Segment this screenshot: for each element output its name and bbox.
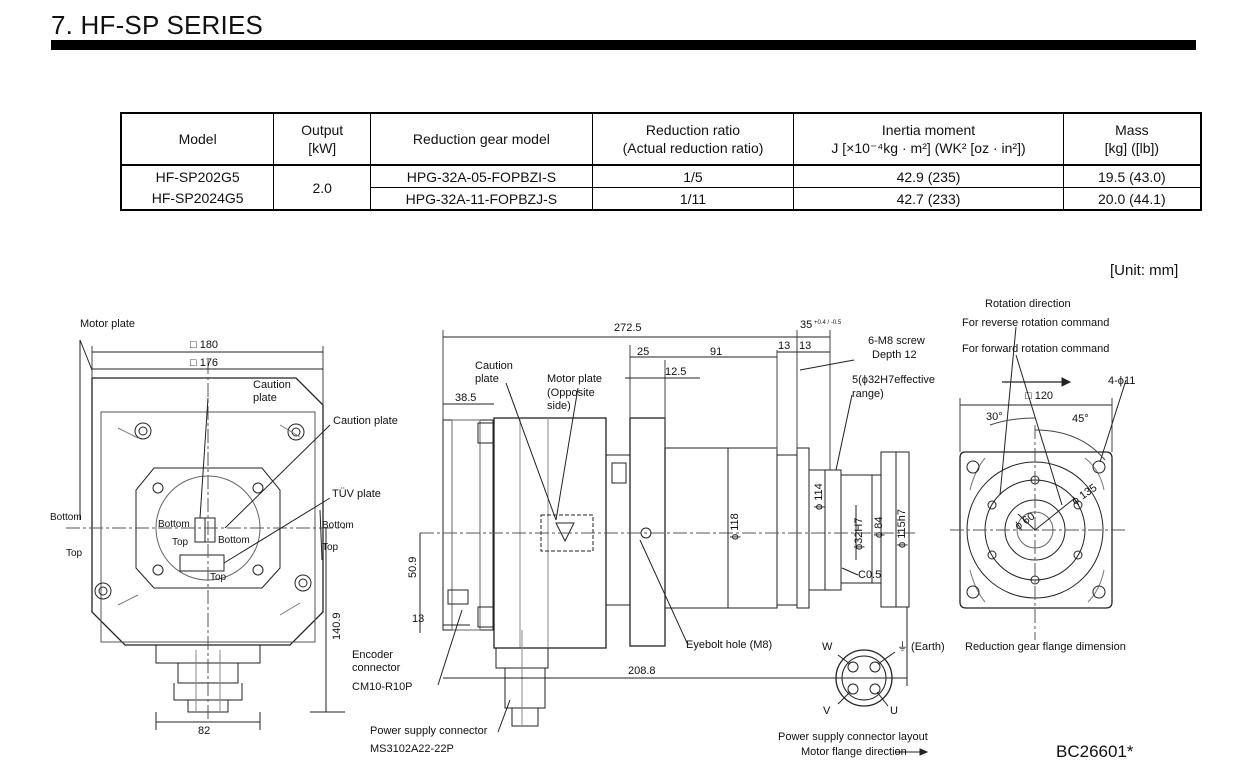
terminal-w: W — [822, 641, 833, 653]
caution-plate-label: Caution — [253, 379, 291, 391]
gear-cell: HPG-32A-11-FOPBZJ-S — [370, 187, 593, 211]
dim-phi118: ϕ 118 — [729, 513, 741, 540]
chamfer-c05: C0.5 — [858, 569, 881, 581]
encoder-connector-model: CM10-R10P — [352, 681, 413, 693]
flange-view — [950, 326, 1127, 640]
encoder-connector-label: connector — [352, 662, 401, 674]
dim-13: 13 — [778, 340, 790, 352]
terminal-earth: ⏚ (Earth) — [897, 640, 945, 653]
table-row: HF-SP202G5 2.0 HPG-32A-05-FOPBZI-S 1/5 4… — [120, 164, 1202, 211]
caution-plate-side-label: Caution — [475, 360, 513, 372]
unit-label: [Unit: mm] — [1110, 262, 1179, 279]
screw-label: 6-M8 screw — [868, 335, 925, 347]
bottom-label: Bottom — [158, 519, 190, 530]
ratio-cell: 1/5 — [591, 164, 795, 188]
motor-flange-direction-label: Motor flange direction — [801, 746, 907, 758]
bottom-label: Bottom — [50, 512, 82, 523]
eyebolt-label: Eyebolt hole (M8) — [686, 639, 772, 651]
bottom-label: Bottom — [322, 520, 354, 531]
power-connector-model: MS3102A22-22P — [370, 743, 454, 755]
gear-cell: HPG-32A-05-FOPBZI-S — [370, 164, 593, 188]
dim-35-tolerance: +0.4 / -0.5 — [814, 320, 842, 326]
caution-plate-side-label: plate — [475, 373, 499, 385]
table-row: HF-SP2024G5 HPG-32A-11-FOPBZJ-S 1/11 42.… — [120, 187, 1202, 211]
dim-208-8: 208.8 — [628, 665, 656, 677]
dim-13: 13 — [412, 613, 424, 625]
inertia-cell: 42.9 (235) — [793, 164, 1064, 188]
angle-45: 45° — [1072, 413, 1089, 425]
motor-plate-label: Motor plate — [80, 318, 135, 330]
dim-phi135: ϕ 135 — [1070, 482, 1099, 508]
motor-plate-side-label: (Opposite — [547, 387, 595, 399]
header-cell: Output[kW] — [273, 112, 372, 166]
dim-25: 25 — [637, 346, 649, 358]
spec-table: Model Output[kW] Reduction gear model Re… — [120, 112, 1202, 211]
screw-depth-label: Depth 12 — [872, 349, 917, 361]
drawing-code: BC26601* — [1056, 742, 1134, 761]
side-view — [419, 330, 915, 733]
top-label: Top — [172, 537, 189, 548]
top-label: Top — [322, 542, 339, 553]
dim-phi32h7: ϕ32H7 — [853, 518, 865, 550]
dim-91: 91 — [710, 346, 722, 358]
top-label: Top — [66, 548, 83, 559]
tuv-plate-label: TÜV plate — [332, 488, 381, 500]
dim-82: 82 — [198, 725, 210, 737]
ratio-cell: 1/11 — [591, 187, 795, 211]
dim-phi84: ϕ 84 — [873, 517, 885, 538]
dim-phi114: ϕ 114 — [813, 483, 825, 510]
reverse-rotation-label: For reverse rotation command — [962, 317, 1109, 329]
holes-label: 4-ϕ11 — [1108, 375, 1135, 387]
model-cell: HF-SP202G5 — [120, 164, 275, 188]
inertia-cell: 42.7 (233) — [793, 187, 1064, 211]
bottom-label: Bottom — [218, 535, 250, 546]
model-cell: HF-SP2024G5 — [120, 187, 275, 211]
header-cell: Reduction gear model — [370, 112, 593, 166]
dim-50-9: 50.9 — [407, 557, 419, 578]
terminal-v: V — [823, 705, 831, 717]
motor-plate-side-label: side) — [547, 400, 571, 412]
angle-30: 30° — [986, 411, 1003, 423]
motor-plate-side-label: Motor plate — [547, 373, 602, 385]
header-cell: Mass[kg] ([lb]) — [1062, 112, 1202, 166]
encoder-connector-label: Encoder — [352, 649, 393, 661]
rotation-direction-label: Rotation direction — [985, 298, 1071, 310]
terminal-u: U — [890, 705, 898, 717]
dim-272-5: 272.5 — [614, 322, 642, 334]
dim-phi115h7: ϕ 115h7 — [896, 509, 908, 548]
dim-sq120: □ 120 — [1025, 390, 1053, 402]
connector-layout-caption: Power supply connector layout — [778, 731, 928, 743]
dim-35: 35 — [800, 319, 812, 331]
output-cell: 2.0 — [273, 164, 372, 211]
mass-cell: 20.0 (44.1) — [1062, 187, 1202, 211]
dim-13: 13 — [799, 340, 811, 352]
forward-rotation-label: For forward rotation command — [962, 343, 1109, 355]
page-title: 7. HF-SP SERIES — [51, 10, 264, 40]
table-header-row: Model Output[kW] Reduction gear model Re… — [120, 112, 1202, 166]
power-connector-label: Power supply connector — [370, 725, 488, 737]
connector-layout — [835, 649, 929, 756]
flange-caption: Reduction gear flange dimension — [965, 641, 1126, 653]
caution-plate-label: plate — [253, 392, 277, 404]
caution-plate-right-label: Caution plate — [333, 415, 398, 427]
header-cell: Model — [120, 112, 275, 166]
dim-140-9: 140.9 — [331, 612, 343, 640]
top-label: Top — [210, 572, 227, 583]
dim-sq176: □ 176 — [190, 357, 218, 369]
header-cell: Reduction ratio(Actual reduction ratio) — [591, 112, 795, 166]
title-rule — [51, 40, 1196, 50]
front-view — [66, 339, 345, 730]
mass-cell: 19.5 (43.0) — [1062, 164, 1202, 188]
dim-sq180: □ 180 — [190, 339, 218, 351]
dim-38-5: 38.5 — [455, 392, 476, 404]
dim-12-5: 12.5 — [665, 366, 686, 378]
effective-range-label: 5(ϕ32H7effective — [852, 374, 935, 386]
effective-range-label: range) — [852, 388, 884, 400]
